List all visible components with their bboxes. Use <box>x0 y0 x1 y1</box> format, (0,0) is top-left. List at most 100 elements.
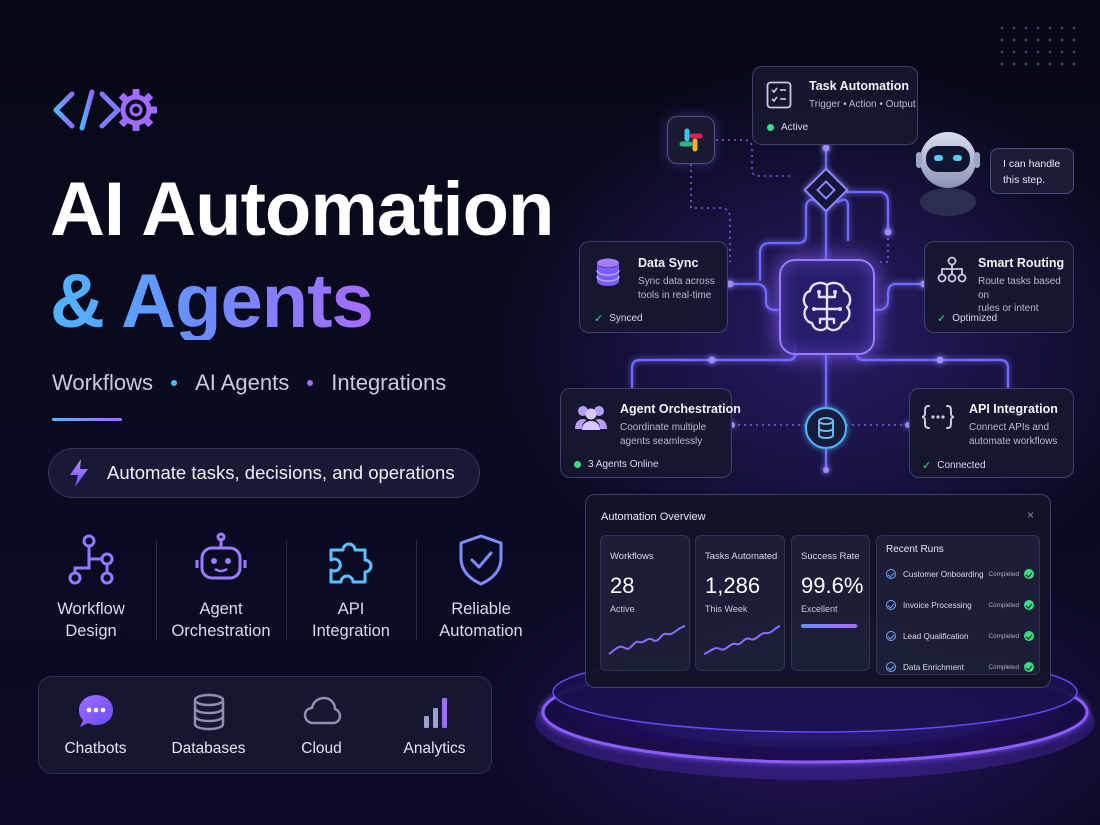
node-desc-line: Connect APIs and <box>969 422 1050 433</box>
stat-value: 1,286 <box>705 573 761 598</box>
tools-bar: Chatbots Databases Cloud Analytics <box>38 676 492 774</box>
stat-sub: Active <box>610 604 635 614</box>
run-name: Lead Qualification <box>903 631 969 641</box>
node-desc: Coordinate multiple agents seamlessly <box>620 421 706 448</box>
automation-overview-panel: Automation Overview × Workflows 28 Activ… <box>585 494 1051 688</box>
node-desc-line: agents seamlessly <box>620 435 703 447</box>
tool-label: Chatbots <box>64 740 127 757</box>
node-title: Task Automation <box>809 79 910 93</box>
run-status: Completed <box>988 570 1019 578</box>
list-item[interactable]: Lead Qualification Completed <box>886 628 1034 644</box>
ai-brain-core <box>779 259 875 355</box>
run-name: Customer Onboarding <box>903 569 984 579</box>
feature-workflow-design: Workflow Design <box>26 530 156 650</box>
stat-value: 99.6% <box>801 573 864 598</box>
run-name: Data Enrichment <box>903 662 964 672</box>
node-status-text: Connected <box>937 460 986 471</box>
cloud-icon <box>303 696 341 725</box>
node-desc-line: Sync data across <box>638 276 715 287</box>
node-desc: Route tasks based on rules or intent <box>978 275 1073 316</box>
hero-underline <box>52 418 122 421</box>
list-item[interactable]: Customer Onboarding Completed <box>886 566 1034 582</box>
stat-card-workflows: Workflows 28 Active <box>600 535 690 671</box>
decision-diamond-icon <box>803 167 849 213</box>
run-status: Completed <box>988 601 1019 609</box>
node-status: ✓ Optimized <box>937 312 997 325</box>
run-check-icon <box>886 662 896 672</box>
node-desc-line: automate workflows <box>969 435 1058 447</box>
bar-chart-icon <box>423 698 447 728</box>
chat-bubble-icon <box>78 695 113 727</box>
subline-dot <box>171 380 178 386</box>
completed-check-icon <box>1024 600 1034 610</box>
feature-reliable-automation: Reliable Automation <box>416 530 546 650</box>
database-icon <box>193 693 224 731</box>
shield-check-icon <box>459 534 503 586</box>
checklist-icon <box>766 81 792 109</box>
node-status: ✓ Synced <box>594 312 643 325</box>
node-title: Agent Orchestration <box>620 402 741 416</box>
node-desc: Sync data across tools in real-time <box>638 275 715 302</box>
node-desc: Trigger • Action • Output <box>809 99 916 110</box>
subline-workflows: Workflows <box>52 370 154 395</box>
tool-chatbots: Chatbots <box>43 692 148 758</box>
node-title: Data Sync <box>638 256 699 270</box>
tool-analytics: Analytics <box>382 692 487 758</box>
recent-runs-title: Recent Runs <box>886 544 944 555</box>
success-progress-track <box>801 624 859 628</box>
run-name: Invoice Processing <box>903 600 972 610</box>
routing-icon <box>937 256 967 283</box>
stat-label: Tasks Automated <box>705 551 778 562</box>
run-check-icon <box>886 631 896 641</box>
node-desc: Connect APIs and automate workflows <box>969 421 1057 448</box>
database-stack-icon <box>596 258 620 286</box>
check-icon: ✓ <box>594 313 604 325</box>
node-agent-orchestration[interactable]: Agent Orchestration Coordinate multiple … <box>560 388 741 478</box>
status-dot <box>767 124 774 131</box>
node-status-text: Synced <box>609 313 643 324</box>
stat-value: 28 <box>610 573 635 598</box>
success-progress-fill <box>801 624 857 628</box>
node-status: ✓ Connected <box>922 459 986 472</box>
run-status: Completed <box>988 663 1019 671</box>
list-item[interactable]: Data Enrichment Completed <box>886 659 1034 675</box>
code-gear-logo-icon <box>53 89 157 131</box>
node-desc-line: rules or intent <box>978 303 1039 314</box>
subline-integrations: Integrations <box>331 370 447 395</box>
check-icon: ✓ <box>937 313 947 325</box>
recent-runs-list: Recent Runs Customer Onboarding Complete… <box>876 535 1040 675</box>
bubble-line2: this step. <box>1003 174 1046 186</box>
lightning-icon <box>70 459 88 487</box>
feature-api-integration: API Integration <box>286 530 416 650</box>
slack-icon <box>679 128 703 152</box>
run-status: Completed <box>988 632 1019 640</box>
agent-speech-bubble: I can handle this step. <box>990 148 1074 194</box>
close-icon[interactable]: × <box>1026 508 1034 522</box>
overview-title: Automation Overview <box>601 511 706 523</box>
feature-label: API Integration <box>312 600 390 640</box>
stat-label: Workflows <box>610 551 654 562</box>
sparkline-icon <box>703 625 781 655</box>
slack-node <box>667 116 715 164</box>
subline-dot <box>307 380 314 386</box>
workflow-icon <box>68 534 114 585</box>
feature-label: Agent Orchestration <box>171 600 271 640</box>
puzzle-icon <box>329 542 373 584</box>
node-status-text: Active <box>781 122 809 133</box>
node-status-text: Optimized <box>952 313 998 324</box>
tagline-text: Automate tasks, decisions, and operation… <box>107 462 455 483</box>
hero-title-line2: & Agents <box>50 259 374 344</box>
node-api-integration[interactable]: API Integration Connect APIs and automat… <box>909 388 1074 478</box>
check-icon: ✓ <box>922 460 932 472</box>
list-item[interactable]: Invoice Processing Completed <box>886 597 1034 613</box>
stat-label: Success Rate <box>801 551 860 562</box>
node-status: Active <box>767 122 808 133</box>
completed-check-icon <box>1024 662 1034 672</box>
curly-braces-icon <box>921 405 955 429</box>
tool-databases: Databases <box>156 692 261 758</box>
feature-agent-orchestration: Agent Orchestration <box>156 530 286 650</box>
node-data-sync[interactable]: Data Sync Sync data across tools in real… <box>579 241 728 333</box>
node-smart-routing[interactable]: Smart Routing Route tasks based on rules… <box>924 241 1074 333</box>
users-group-icon <box>575 406 607 430</box>
node-task-automation[interactable]: Task Automation Trigger • Action • Outpu… <box>752 66 918 145</box>
